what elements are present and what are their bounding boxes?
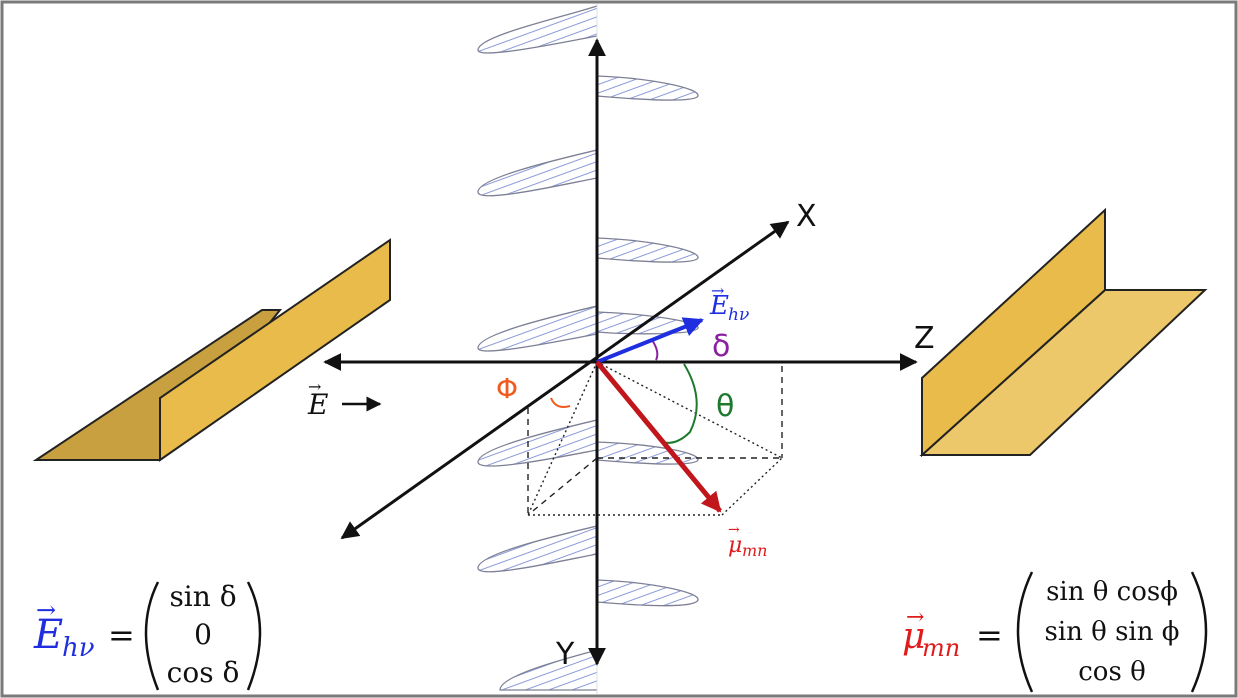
svg-text:0: 0 [194, 618, 212, 651]
left-plate [32, 238, 391, 462]
svg-text:→: → [36, 596, 56, 624]
svg-text:E: E [307, 388, 328, 421]
svg-text:hν: hν [62, 633, 95, 663]
phi-label: Φ [496, 372, 518, 405]
svg-text:=: = [108, 616, 135, 654]
svg-text:sin θ cosϕ: sin θ cosϕ [1046, 577, 1178, 607]
y-axis-label: Y [555, 637, 575, 672]
e-photon-equation: → E hν = sin δ 0 cos δ [33, 580, 262, 691]
svg-text:mn: mn [742, 541, 767, 560]
svg-text:hν: hν [728, 305, 749, 325]
svg-text:E: E [709, 291, 729, 321]
delta-arc [651, 339, 659, 361]
x-axis-label: X [796, 199, 817, 234]
svg-text:cos δ: cos δ [167, 656, 240, 689]
svg-text:cos θ: cos θ [1078, 657, 1145, 687]
axes [323, 38, 918, 666]
e-photon-vector [596, 317, 704, 364]
svg-text:E: E [33, 612, 63, 658]
svg-text:μ: μ [902, 616, 925, 657]
svg-text:sin θ sin ϕ: sin θ sin ϕ [1045, 617, 1180, 647]
svg-text:mn: mn [922, 634, 960, 662]
mu-equation: → μ mn = sin θ cosϕ sin θ sin ϕ cos θ [902, 571, 1208, 693]
theta-label: θ [716, 389, 734, 424]
svg-text:→: → [728, 522, 740, 538]
svg-text:→: → [308, 377, 321, 396]
mu-label: → μ mn [728, 522, 767, 560]
svg-text:μ: μ [728, 533, 742, 558]
e-photon-label: → E hν [709, 281, 749, 325]
delta-label: δ [712, 329, 730, 364]
phi-arc [550, 397, 571, 408]
mu-vector [595, 360, 722, 513]
svg-text:=: = [976, 616, 1003, 654]
svg-text:→: → [711, 281, 724, 300]
x-axis [340, 220, 790, 540]
theta-arc [661, 363, 698, 444]
right-plate [919, 207, 1208, 458]
e-field-label: E → [307, 377, 328, 421]
z-axis-label: Z [914, 321, 935, 356]
svg-text:→: → [906, 605, 924, 630]
svg-text:sin δ: sin δ [169, 580, 236, 613]
